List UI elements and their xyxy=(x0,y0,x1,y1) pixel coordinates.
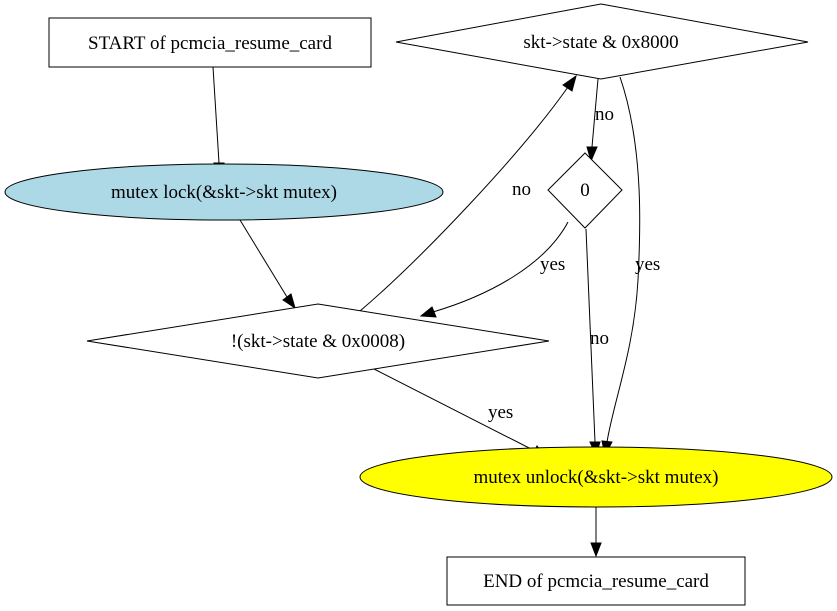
check-present-node: skt->state & 0x8000 xyxy=(395,3,809,80)
edge-check-suspend-to-check-present: no xyxy=(359,74,577,312)
edge-line xyxy=(239,219,288,298)
edge-label-yes: yes xyxy=(635,254,660,275)
unlock-node-ellipse xyxy=(359,446,833,508)
start-node-box xyxy=(48,17,372,68)
arrow-head xyxy=(419,306,437,318)
check-suspend-label: !(skt->state & 0x0008) xyxy=(231,331,405,352)
arrow-head xyxy=(562,74,577,92)
edge-line xyxy=(591,78,599,148)
edge-label-yes: yes xyxy=(540,254,565,275)
lock-node-label: mutex lock(&skt->skt mutex) xyxy=(111,182,337,203)
check-present-diamond xyxy=(395,3,809,80)
arrow-head xyxy=(282,293,296,310)
nodes: START of pcmcia_resume_card mutex lock(&… xyxy=(4,3,833,606)
unlock-node-label: mutex unlock(&skt->skt mutex) xyxy=(473,467,718,488)
edge-line xyxy=(212,66,220,164)
edge-lock-to-check-suspend xyxy=(239,219,296,310)
arrow-head xyxy=(590,542,602,558)
start-node-label: START of pcmcia_resume_card xyxy=(88,33,332,54)
edge-label-no: no xyxy=(590,328,609,349)
end-node-label: END of pcmcia_resume_card xyxy=(483,571,709,592)
edge-label-no: no xyxy=(512,179,531,200)
zero-diamond xyxy=(547,152,623,229)
check-present-label: skt->state & 0x8000 xyxy=(523,32,678,53)
edge-line xyxy=(585,228,596,443)
edge-line xyxy=(359,86,569,312)
check-suspend-node: !(skt->state & 0x0008) xyxy=(86,303,550,379)
edge-check-present-to-zero: no xyxy=(586,78,614,163)
edge-zero-to-check-suspend: yes xyxy=(419,221,569,318)
start-node: START of pcmcia_resume_card xyxy=(48,17,372,68)
edge-check-suspend-to-unlock: yes xyxy=(373,368,548,459)
lock-node-ellipse xyxy=(4,163,444,221)
zero-node: 0 xyxy=(547,152,623,229)
edge-unlock-to-end xyxy=(590,507,602,558)
edge-line xyxy=(432,221,569,313)
unlock-node: mutex unlock(&skt->skt mutex) xyxy=(359,446,833,508)
edge-label-yes: yes xyxy=(488,402,513,423)
check-suspend-diamond xyxy=(86,303,550,379)
edge-check-present-to-unlock: yes xyxy=(601,76,660,457)
arrow-head xyxy=(586,146,598,163)
edges: no no yes yes no yes xyxy=(212,66,660,558)
edge-label-no: no xyxy=(595,104,614,125)
edge-start-to-lock xyxy=(212,66,225,178)
edge-line xyxy=(606,76,641,443)
lock-node: mutex lock(&skt->skt mutex) xyxy=(4,163,444,221)
end-node-box xyxy=(446,556,746,606)
edge-line xyxy=(373,368,536,452)
edge-zero-to-unlock: no xyxy=(585,228,609,457)
end-node: END of pcmcia_resume_card xyxy=(446,556,746,606)
zero-label: 0 xyxy=(580,180,590,201)
